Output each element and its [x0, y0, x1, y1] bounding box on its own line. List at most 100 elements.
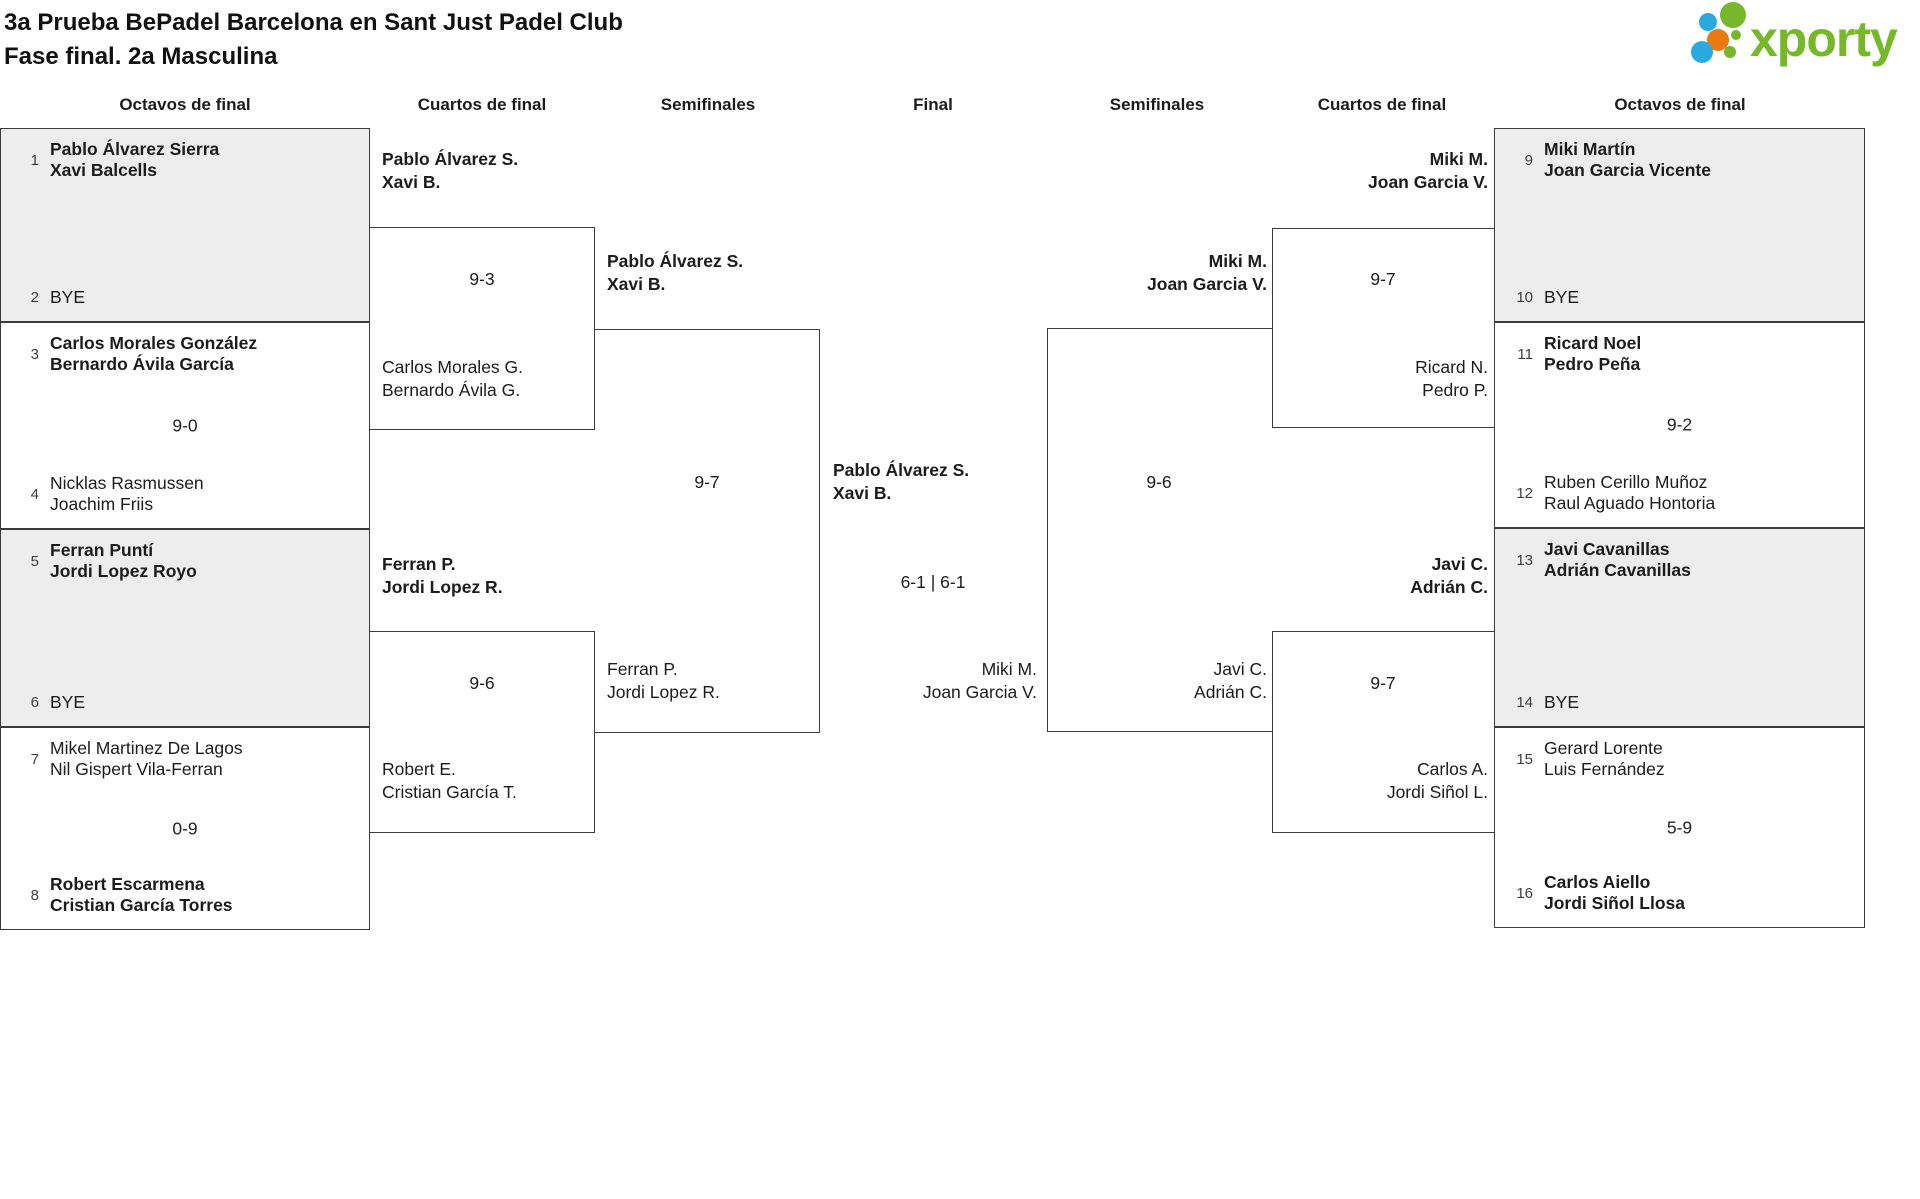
seed-number: 15: [1516, 750, 1533, 768]
player-name: Ruben Cerillo Muñoz: [1544, 472, 1708, 492]
team-names: Ricard Noel Pedro Peña: [1544, 333, 1641, 375]
player-name: Adrián Cavanillas: [1544, 560, 1691, 580]
logo-text: xporty: [1750, 11, 1898, 67]
player-name: Ricard N.: [1415, 357, 1488, 377]
logo-dot-blue-icon: [1699, 13, 1717, 31]
team-row: 6 BYE: [13, 692, 361, 713]
player-name: Miki M.: [1429, 149, 1488, 169]
seed-number: 11: [1517, 345, 1533, 363]
round-header-octavos-right: Octavos de final: [1614, 95, 1746, 114]
player-name: Xavi B.: [833, 483, 892, 503]
advancing-team: Ricard N. Pedro P.: [1415, 356, 1488, 402]
seed-number: 5: [30, 552, 39, 570]
round-header-octavos-left: Octavos de final: [119, 95, 251, 114]
advancing-team: Ferran P. Jordi Lopez R.: [382, 553, 503, 599]
match-box-octavos-8: 15 Gerard Lorente Luis Fernández 5-9 16 …: [1494, 727, 1865, 928]
team-row: 8 Robert Escarmena Cristian García Torre…: [13, 874, 361, 916]
logo-dot-blue-big-icon: [1691, 41, 1713, 63]
match-box-octavos-7: 13 Javi Cavanillas Adrián Cavanillas 14 …: [1494, 528, 1865, 727]
advancing-team: Miki M. Joan Garcia V.: [1147, 250, 1267, 296]
player-name: Joan Garcia V.: [1368, 172, 1488, 192]
phase-name: Fase final. 2a Masculina: [4, 43, 278, 70]
seed-number: 1: [30, 151, 39, 169]
team-row: 11 Ricard Noel Pedro Peña: [1507, 333, 1856, 375]
player-name: BYE: [1544, 287, 1580, 307]
match-box-octavos-3: 5 Ferran Puntí Jordi Lopez Royo 6 BYE: [0, 529, 370, 727]
team-names: Ruben Cerillo Muñoz Raul Aguado Hontoria: [1544, 472, 1715, 514]
match-score: 0-9: [172, 818, 198, 838]
seed-number: 2: [30, 289, 39, 306]
team-row: 5 Ferran Puntí Jordi Lopez Royo: [13, 540, 361, 582]
player-name: Pedro P.: [1422, 380, 1488, 400]
team-row: 14 BYE: [1507, 692, 1856, 713]
player-name: Cristian García T.: [382, 782, 517, 802]
advancing-team: Carlos Morales G. Bernardo Ávila G.: [382, 356, 523, 402]
player-name: BYE: [50, 692, 86, 712]
team-names: Carlos Aiello Jordi Siñol Llosa: [1544, 872, 1685, 914]
bracket-box-semifinal-right: [1047, 328, 1272, 732]
team-row: 7 Mikel Martinez De Lagos Nil Gispert Vi…: [13, 738, 361, 780]
team-row: 10 BYE: [1507, 287, 1856, 308]
player-name: Xavi B.: [607, 274, 666, 294]
player-name: Pablo Álvarez S.: [607, 251, 744, 271]
team-names: BYE: [50, 287, 85, 308]
seed-number: 6: [30, 694, 39, 711]
seed-number: 16: [1516, 884, 1533, 902]
player-name: Javi Cavanillas: [1544, 539, 1670, 559]
seed-number: 4: [30, 485, 39, 503]
team-names: BYE: [50, 692, 85, 713]
advancing-team: Pablo Álvarez S. Xavi B.: [382, 148, 518, 194]
player-name: Javi C.: [1213, 659, 1267, 679]
match-box-octavos-6: 11 Ricard Noel Pedro Peña 9-2 12 Ruben C…: [1494, 322, 1865, 528]
advancing-team: Ferran P. Jordi Lopez R.: [607, 658, 720, 704]
player-name: Jordi Lopez R.: [382, 577, 503, 597]
player-name: Ferran Puntí: [50, 540, 154, 560]
seed-number: 13: [1516, 551, 1533, 569]
match-box-octavos-5: 9 Miki Martín Joan Garcia Vicente 10 BYE: [1494, 128, 1865, 322]
match-box-octavos-2: 3 Carlos Morales González Bernardo Ávila…: [0, 322, 370, 529]
logo-dot-green-small-icon: [1731, 30, 1741, 40]
player-name: Adrián C.: [1194, 682, 1267, 702]
player-name: Ricard Noel: [1544, 333, 1642, 353]
team-names: BYE: [1544, 287, 1579, 308]
player-name: Pablo Álvarez S.: [833, 460, 970, 480]
player-name: Joan Garcia V.: [922, 682, 1037, 702]
match-score: 9-7: [1370, 673, 1396, 693]
match-score: 9-3: [469, 269, 495, 289]
advancing-team: Miki M. Joan Garcia V.: [1368, 148, 1488, 194]
seed-number: 10: [1516, 289, 1533, 306]
player-name: Mikel Martinez De Lagos: [50, 738, 243, 758]
advancing-team: Pablo Álvarez S. Xavi B.: [607, 250, 743, 296]
match-score: 9-6: [469, 673, 495, 693]
xporty-logo: xporty: [1688, 2, 1910, 74]
match-box-octavos-4: 7 Mikel Martinez De Lagos Nil Gispert Vi…: [0, 727, 370, 930]
player-name: Nicklas Rasmussen: [50, 473, 204, 493]
player-name: Javi C.: [1431, 554, 1488, 574]
player-name: Miki Martín: [1544, 139, 1636, 159]
seed-number: 9: [1524, 151, 1533, 169]
round-header-final: Final: [913, 95, 953, 114]
player-name: BYE: [1544, 692, 1580, 712]
player-name: Ferran P.: [382, 554, 456, 574]
team-names: Ferran Puntí Jordi Lopez Royo: [50, 540, 197, 582]
team-row: 12 Ruben Cerillo Muñoz Raul Aguado Honto…: [1507, 472, 1856, 514]
player-name: Bernardo Ávila G.: [382, 380, 521, 400]
player-name: Miki M.: [981, 659, 1037, 679]
match-score: 5-9: [1666, 817, 1693, 837]
player-name: Carlos Aiello: [1544, 872, 1651, 892]
team-names: Javi Cavanillas Adrián Cavanillas: [1544, 539, 1691, 581]
team-row: 1 Pablo Álvarez Sierra Xavi Balcells: [13, 139, 361, 181]
player-name: Jordi Lopez Royo: [50, 561, 197, 581]
team-names: BYE: [1544, 692, 1579, 713]
player-name: Bernardo Ávila García: [50, 354, 234, 374]
player-name: Miki M.: [1208, 251, 1267, 271]
match-box-octavos-1: 1 Pablo Álvarez Sierra Xavi Balcells 2 B…: [0, 128, 370, 322]
player-name: Raul Aguado Hontoria: [1544, 493, 1716, 513]
bracket-box-semifinal-left: [595, 329, 820, 733]
team-row: 2 BYE: [13, 287, 361, 308]
bracket-box-quarterfinal-left-1: [370, 227, 595, 430]
team-names: Gerard Lorente Luis Fernández: [1544, 738, 1665, 780]
team-row: 9 Miki Martín Joan Garcia Vicente: [1507, 139, 1856, 181]
player-name: Luis Fernández: [1544, 759, 1665, 779]
